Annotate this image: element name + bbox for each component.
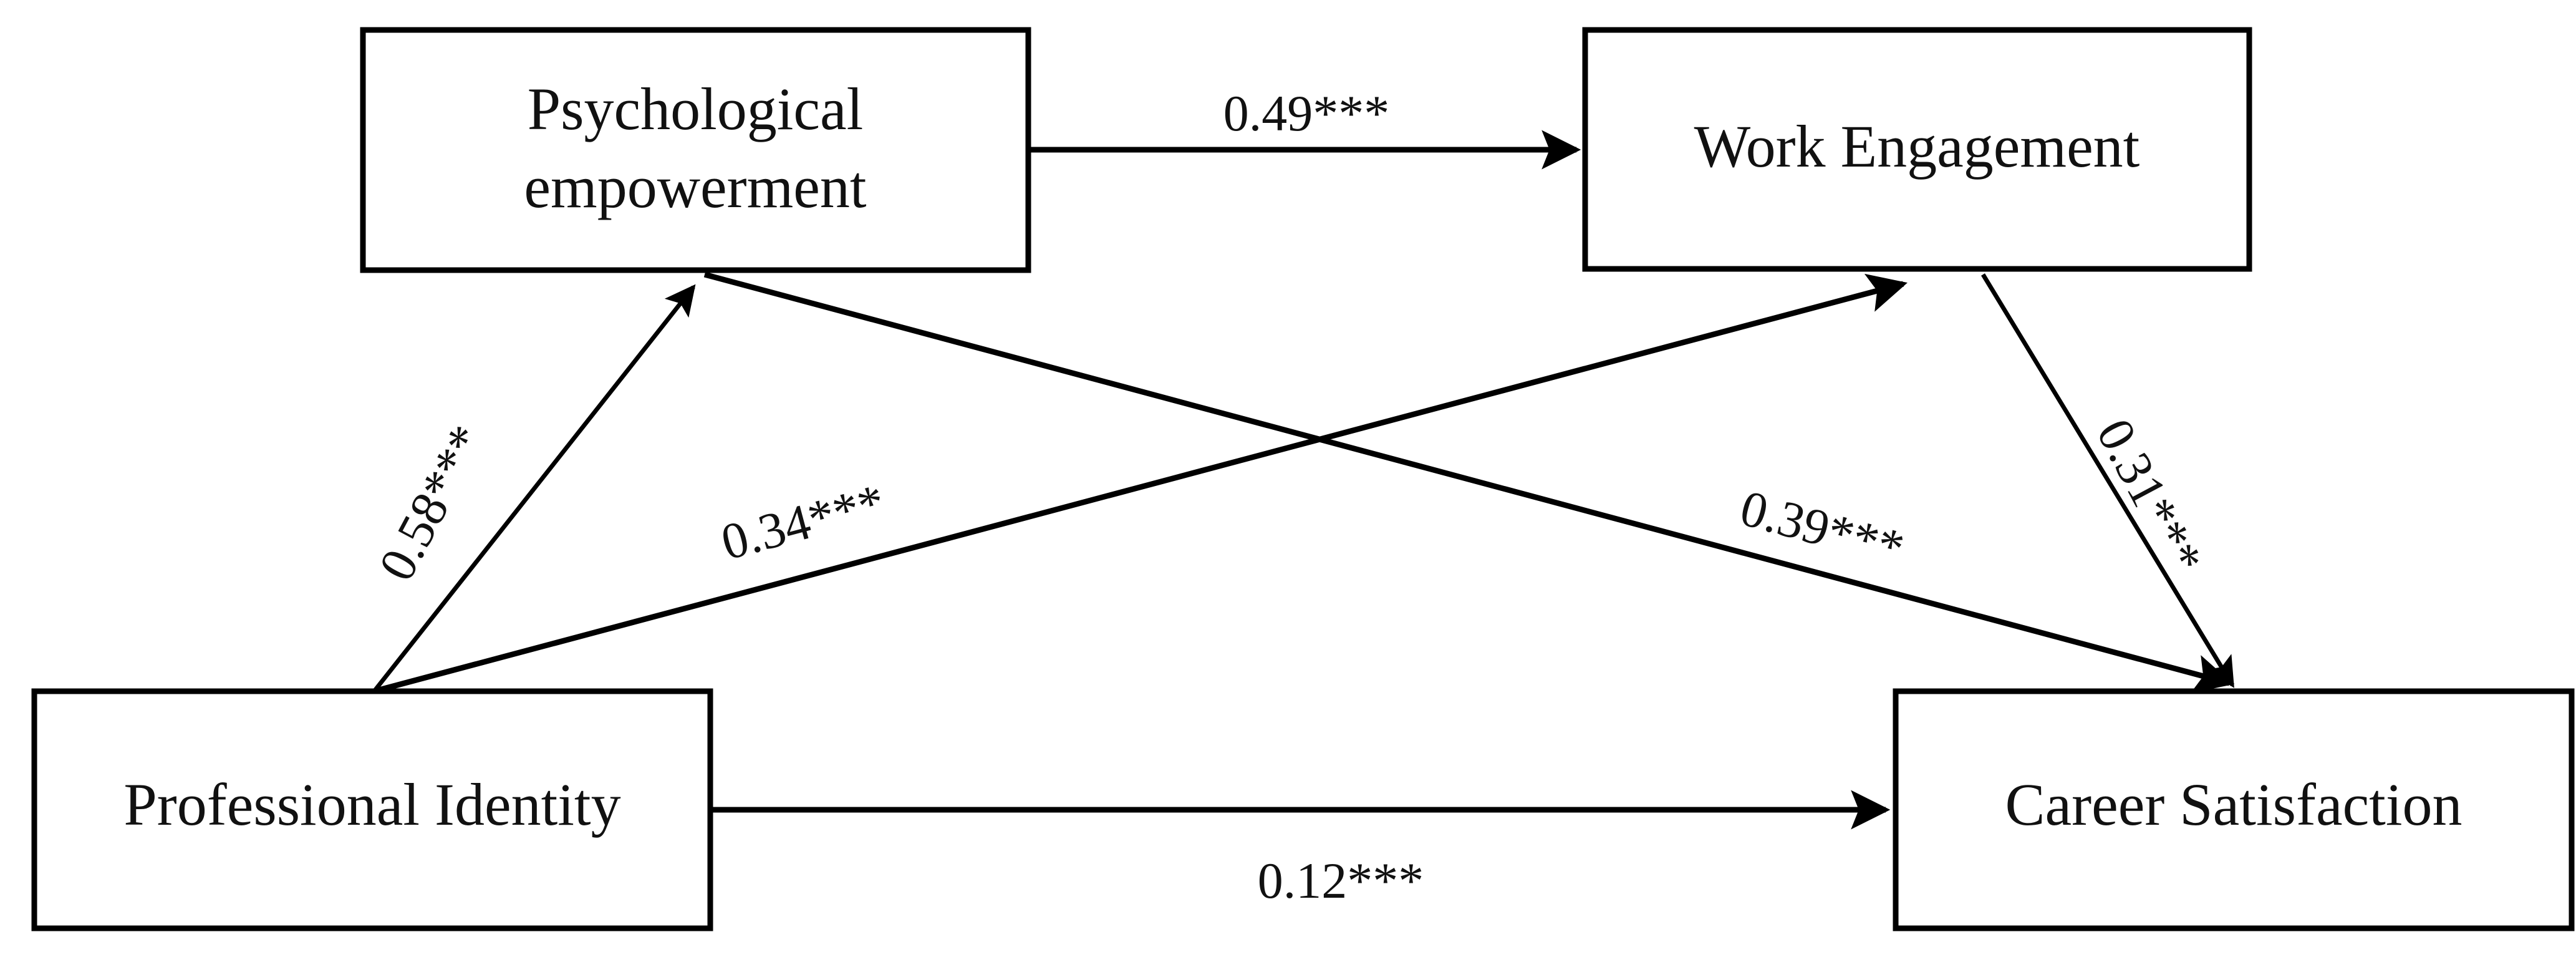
arrow-pi-to-pe [372,284,696,693]
node-professional-identity[interactable]: Professional Identity [31,688,713,931]
coefficient-we-to-cs: 0.31*** [2086,410,2214,583]
coefficient-pi-to-cs: 0.12*** [1258,852,1424,909]
node-label-professional-identity: Professional Identity [123,771,620,838]
node-label-work-engagement: Work Engagement [1694,113,2140,180]
arrow-pe-to-cs [703,271,2234,693]
path-arrows [372,130,2234,830]
coefficient-pe-to-cs: 0.39*** [1735,479,1910,577]
node-label-career-satisfaction: Career Satisfaction [2005,771,2462,838]
node-work-engagement[interactable]: Work Engagement [1582,27,2252,272]
arrow-we-to-cs [1981,273,2234,688]
coefficient-pi-to-we: 0.34*** [715,473,890,571]
node-label-psychological-empowerment-line2: empowerment [524,153,866,220]
node-label-psychological-empowerment-line1: Psychological [528,75,864,142]
arrow-pi-to-we [373,273,1908,694]
coefficient-pe-to-we: 0.49*** [1223,85,1390,142]
node-psychological-empowerment[interactable]: Psychological empowerment [360,27,1031,273]
node-career-satisfaction[interactable]: Career Satisfaction [1893,688,2575,931]
